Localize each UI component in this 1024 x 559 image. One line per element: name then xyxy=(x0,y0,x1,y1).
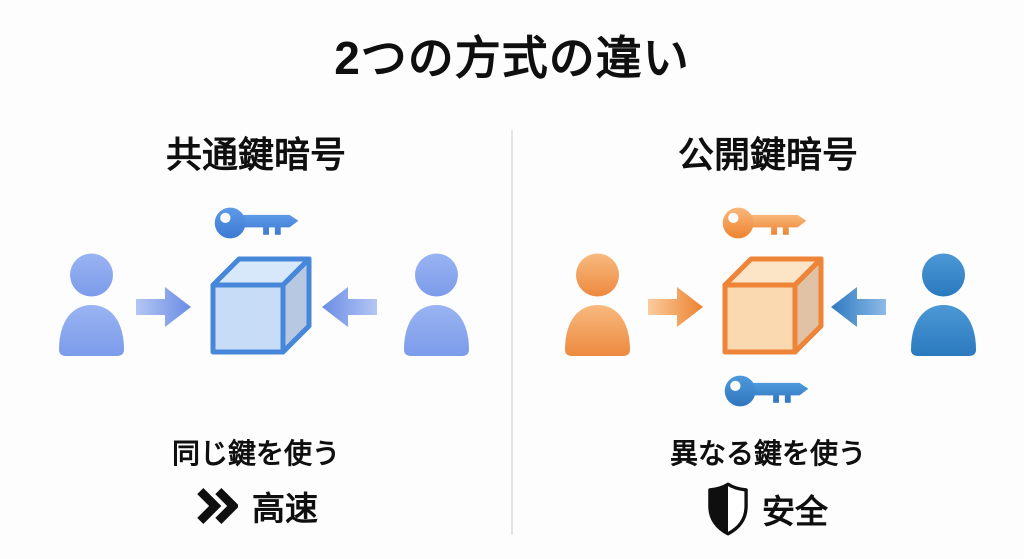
arrow-right-icon xyxy=(136,285,192,329)
symmetric-caption: 同じ鍵を使う xyxy=(171,438,340,469)
receiver-person-icon xyxy=(401,252,472,356)
panel-divider xyxy=(511,130,513,535)
public-key-panel: 公開鍵暗号 xyxy=(512,0,1024,559)
receiver-person-icon xyxy=(908,252,979,356)
public-caption: 異なる鍵を使う xyxy=(669,438,866,469)
symmetric-key-panel: 共通鍵暗号 xyxy=(0,134,512,530)
shield-icon xyxy=(708,482,748,536)
symmetric-heading: 共通鍵暗号 xyxy=(165,134,346,175)
arrow-left-icon xyxy=(830,285,886,329)
page-title: 2つの方式の違い xyxy=(334,32,690,84)
public-key-icon xyxy=(722,198,810,245)
fast-badge-label: 高速 xyxy=(252,490,318,527)
public-heading: 公開鍵暗号 xyxy=(677,134,858,175)
shared-key-icon xyxy=(214,198,302,245)
encrypted-box-icon xyxy=(204,252,318,359)
arrow-left-icon xyxy=(321,285,377,329)
double-chevron-icon xyxy=(194,485,238,527)
secure-badge-label: 安全 xyxy=(762,493,828,530)
arrow-right-icon xyxy=(648,285,704,329)
sender-person-icon xyxy=(56,252,127,356)
encrypted-box-icon xyxy=(716,252,830,359)
secure-badge: 安全 xyxy=(512,482,1024,536)
sender-person-icon xyxy=(562,252,633,356)
fast-badge: 高速 xyxy=(0,482,512,530)
private-key-icon xyxy=(724,366,812,413)
